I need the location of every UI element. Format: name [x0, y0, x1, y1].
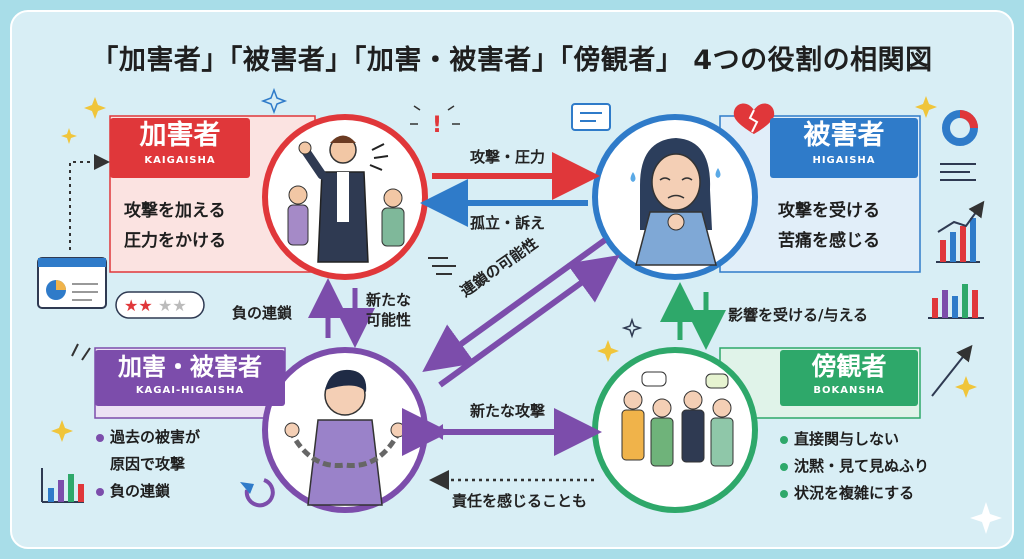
higaisha-tag: 被害者 HIGAISHA	[770, 118, 918, 178]
alert-mark-icon: !	[410, 105, 460, 138]
label-responsibility: 責任を感じることも	[452, 492, 588, 510]
bokansha-desc: 直接関与しない 沈黙・見て見ぬふり 状況を複雑にする	[780, 426, 929, 507]
higaisha-romaji: HIGAISHA	[812, 155, 876, 166]
sparkle-icons	[51, 87, 1002, 534]
trend-arrow-icon	[931, 344, 973, 397]
label-isolation-appeal: 孤立・訴え	[470, 214, 546, 232]
kagaisha-romaji: KAIGAISHA	[144, 155, 216, 166]
bokansha-tag: 傍観者 BOKANSHA	[780, 350, 918, 406]
svg-text:★★: ★★	[124, 296, 153, 315]
kagaisha-desc: 攻撃を加える 圧力をかける	[124, 201, 226, 251]
kagai-higaisha-circle	[262, 347, 428, 513]
speed-lines-icon	[71, 257, 456, 361]
kagai-higaisha-desc: 過去の被害が 原因で攻撃 負の連鎖	[96, 424, 200, 505]
svg-text:★★: ★★	[158, 296, 187, 315]
label-influence: 影響を受ける/与える	[728, 306, 869, 324]
text-lines-icon	[940, 163, 976, 181]
higaisha-label: 被害者	[803, 120, 885, 151]
refresh-arrow-icon	[240, 478, 275, 508]
bokansha-point-1: 直接関与しない	[780, 426, 929, 453]
bokansha-point-2: 沈黙・見て見ぬふり	[780, 453, 929, 480]
kagai-higaisha-point-1: 過去の被害が	[96, 424, 200, 451]
bokansha-circle	[592, 347, 758, 513]
higaisha-circle	[592, 114, 758, 280]
kagaisha-circle	[262, 114, 428, 280]
dotted-connector	[69, 154, 110, 250]
chat-bubble-icon	[571, 103, 611, 131]
rating-stars-icon: ★★ ★★	[115, 291, 205, 319]
browser-window-icon	[37, 257, 107, 309]
kagai-higaisha-point-2: 負の連鎖	[96, 478, 200, 505]
broken-heart-icon	[733, 103, 775, 134]
kagaisha-label: 加害者	[139, 120, 221, 151]
diagram-frame	[10, 10, 1014, 549]
bar-chart-icon-mid-right	[928, 284, 984, 319]
kagai-higaisha-label: 加害・被害者	[118, 353, 262, 381]
label-new-possibility: 新たな 可能性	[366, 291, 412, 329]
bokansha-point-3: 状況を複雑にする	[780, 480, 929, 507]
svg-text:!: !	[432, 113, 442, 138]
bokansha-romaji: BOKANSHA	[813, 385, 885, 396]
arrow-chain-possibility-2	[438, 254, 620, 388]
kagai-higaisha-romaji: KAGAI-HIGAISHA	[135, 385, 245, 396]
higaisha-desc: 攻撃を受ける 苦痛を感じる	[778, 201, 880, 251]
label-attack-pressure: 攻撃・圧力	[470, 148, 546, 166]
page-title: 「加害者」「被害者」「加害・被害者」「傍観者」 4つの役割の相関図	[91, 45, 933, 76]
label-new-attack: 新たな攻撃	[470, 402, 546, 420]
kagai-higaisha-point-1-cont: 原因で攻撃	[110, 455, 186, 473]
bar-chart-icon-bottom-left	[41, 468, 84, 503]
bar-chart-icon-top-right	[936, 200, 985, 263]
donut-chart-icon	[942, 110, 978, 146]
label-negative-chain: 負の連鎖	[232, 304, 293, 322]
bokansha-label: 傍観者	[811, 352, 887, 381]
kagai-higaisha-tag: 加害・被害者 KAGAI-HIGAISHA	[95, 350, 285, 406]
kagaisha-tag: 加害者 KAIGAISHA	[110, 118, 250, 178]
